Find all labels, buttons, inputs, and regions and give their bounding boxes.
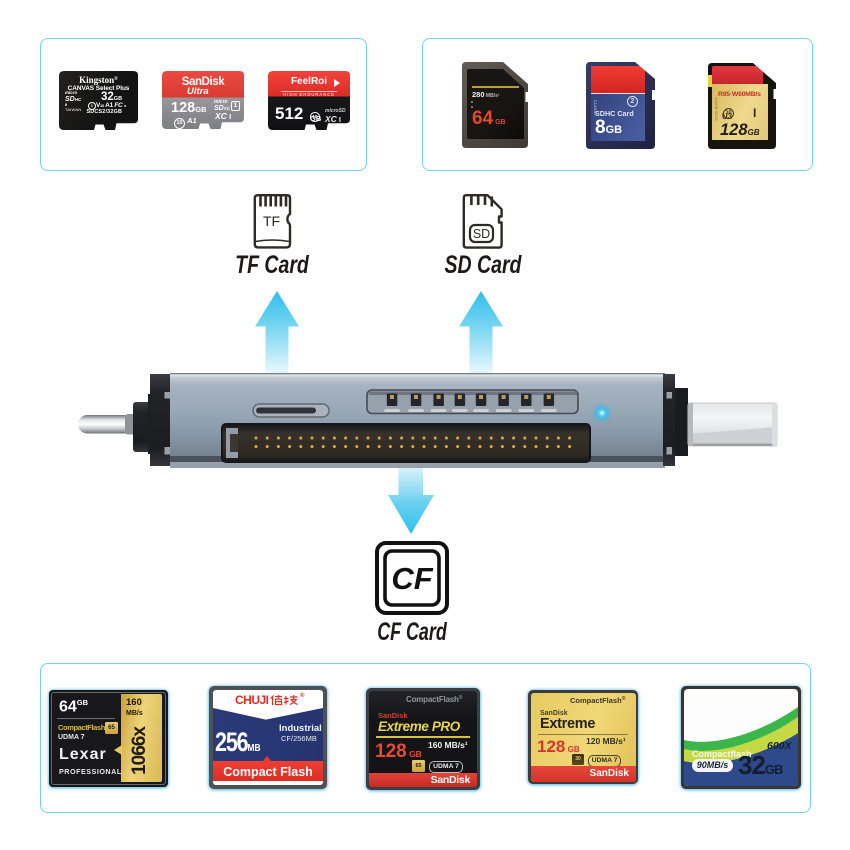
svg-text:TF: TF [263,213,280,229]
svg-text:CF: CF [391,561,433,596]
svg-text:SD: SD [473,227,490,241]
